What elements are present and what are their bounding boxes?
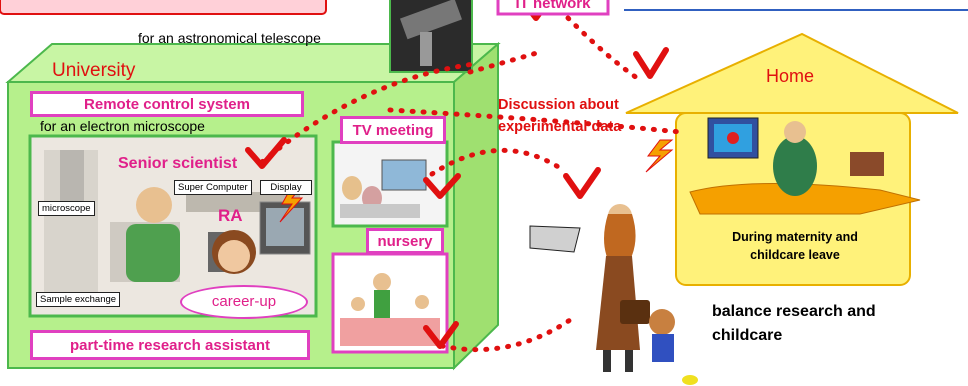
top-left-box (0, 0, 327, 15)
discussion-line-2: experimental data (498, 119, 622, 135)
maternity-label: During maternity and childcare leave (700, 228, 890, 264)
display-tag: Display (260, 180, 312, 195)
part-time-label: part-time research assistant (30, 330, 310, 360)
nursery-label: nursery (366, 228, 444, 254)
network-dotted-paths (259, 15, 683, 353)
maternity-line-1: During maternity and (732, 230, 858, 244)
discussion-line-1: Discussion about (498, 97, 619, 113)
balance-line-1: balance research and (712, 303, 876, 320)
super-computer-tag: Super Computer (174, 180, 252, 195)
balance-label: balance research and childcare (712, 300, 876, 348)
career-up-badge: career-up (180, 285, 308, 319)
it-network-label: IT network (515, 0, 591, 12)
discussion-label: Discussion about experimental data (498, 94, 621, 138)
senior-scientist-label: Senior scientist (118, 155, 238, 172)
university-side-face (453, 41, 499, 371)
maternity-line-2: childcare leave (750, 248, 840, 262)
home-label: Home (766, 66, 815, 86)
astro-caption: for an astronomical telescope (138, 30, 321, 46)
balance-line-2: childcare (712, 327, 783, 344)
university-label: University (52, 60, 136, 81)
tv-meeting-label: TV meeting (340, 116, 446, 144)
top-right-box (496, 0, 610, 16)
lightning-icon-2 (645, 139, 674, 173)
remote-control-label: Remote control system (30, 91, 304, 117)
sample-exchange-tag: Sample exchange (36, 292, 121, 307)
ra-label: RA (218, 206, 243, 225)
electron-caption: for an electron microscope (40, 118, 205, 134)
microscope-tag: microscope (38, 201, 95, 216)
